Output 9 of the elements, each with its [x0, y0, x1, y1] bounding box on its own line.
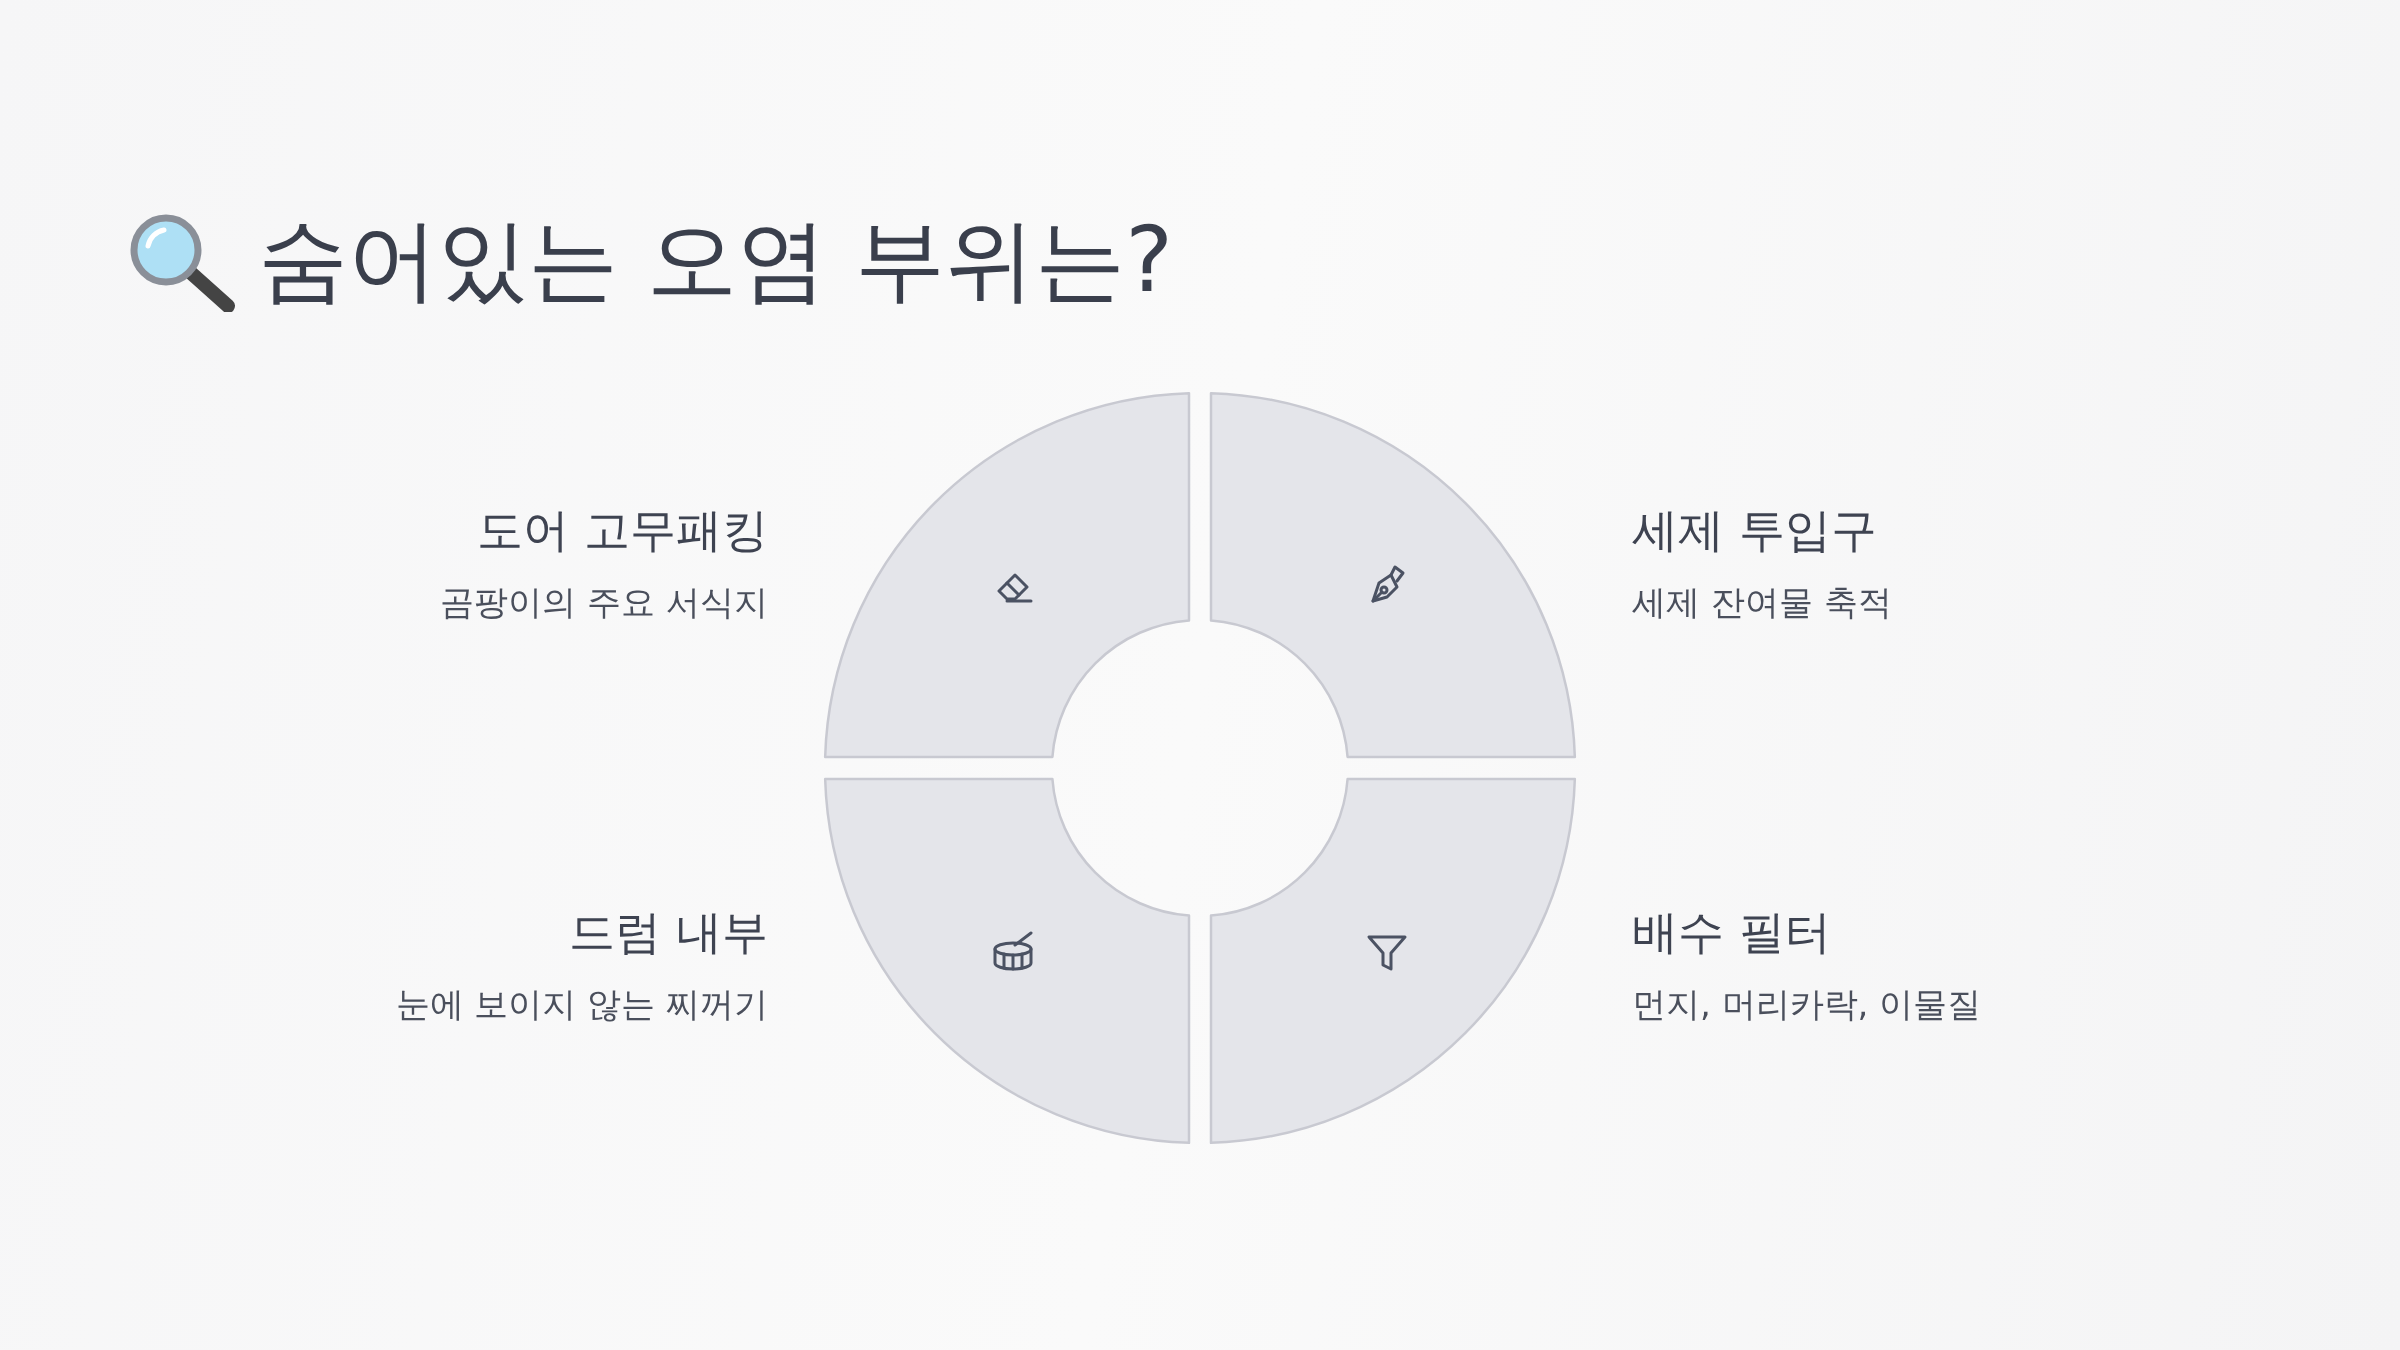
- item-heading: 드럼 내부: [569, 904, 768, 961]
- item-description: 눈에 보이지 않는 찌꺼기: [395, 983, 768, 1026]
- item-heading: 도어 고무패킹: [477, 502, 768, 559]
- item-description: 먼지, 머리카락, 이물질: [1632, 983, 1982, 1026]
- item-description: 곰팡이의 주요 서식지: [440, 581, 768, 624]
- item-heading: 배수 필터: [1632, 904, 1831, 961]
- item-heading: 세제 투입구: [1632, 502, 1877, 559]
- item-description: 세제 잔여물 축적: [1632, 581, 1892, 624]
- title: 숨어있는 오염 부위는?: [258, 206, 1173, 314]
